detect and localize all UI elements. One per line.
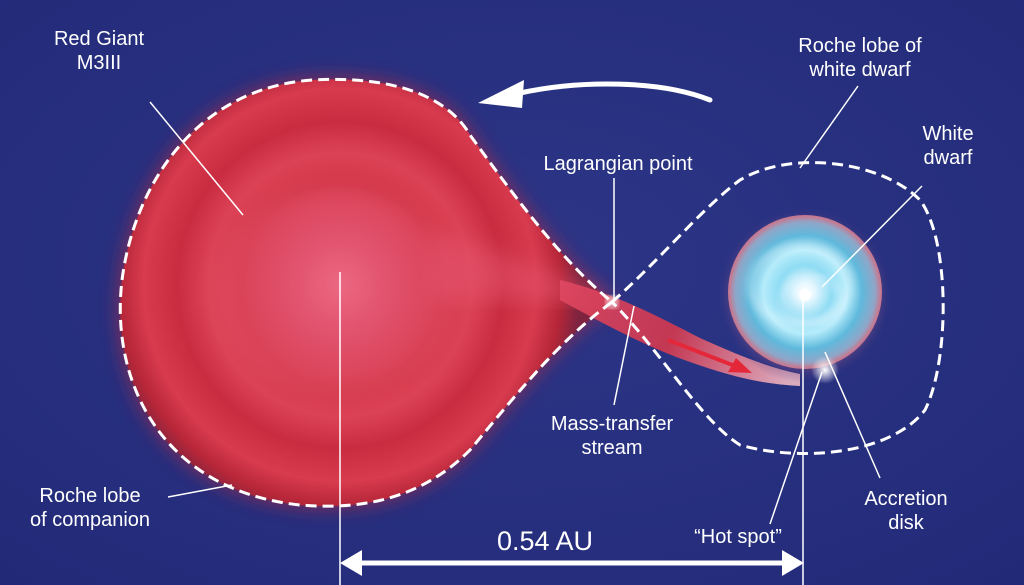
red-giant-envelope [120,79,612,507]
leader-hot-spot [769,371,823,525]
label-roche-lobe-companion: Roche lobe of companion [29,485,151,531]
label-mass-transfer-stream: Mass-transfer stream [550,413,674,459]
leader-red-giant [149,101,244,216]
label-white-dwarf: White dwarf [922,123,974,169]
roche-lobe-companion [118,77,615,508]
label-roche-lobe-white-dwarf: Roche lobe of white dwarf [798,35,922,81]
leader-mass-transfer [613,305,635,406]
leader-roche-lobe-companion [167,484,233,498]
label-hot-spot: “Hot spot” [694,526,782,548]
lagrangian-point-marker [606,296,618,308]
leader-accretion-disk [824,351,881,479]
label-accretion-disk: Accretion disk [864,488,948,534]
label-lagrangian-point: Lagrangian point [543,153,693,175]
double-arrow-icon [340,550,804,576]
label-red-giant: Red Giant M3III [53,28,145,74]
leader-roche-lobe-wd [799,85,859,169]
arrow-right-icon [667,338,752,373]
leader-white-dwarf [821,185,923,288]
curved-arrow-left-icon [478,80,713,108]
label-distance: 0.54 AU [496,526,594,556]
white-dwarf-star [799,289,811,301]
mass-transfer-stream [560,280,800,386]
hot-spot [811,356,839,384]
leader-lines [149,85,923,585]
